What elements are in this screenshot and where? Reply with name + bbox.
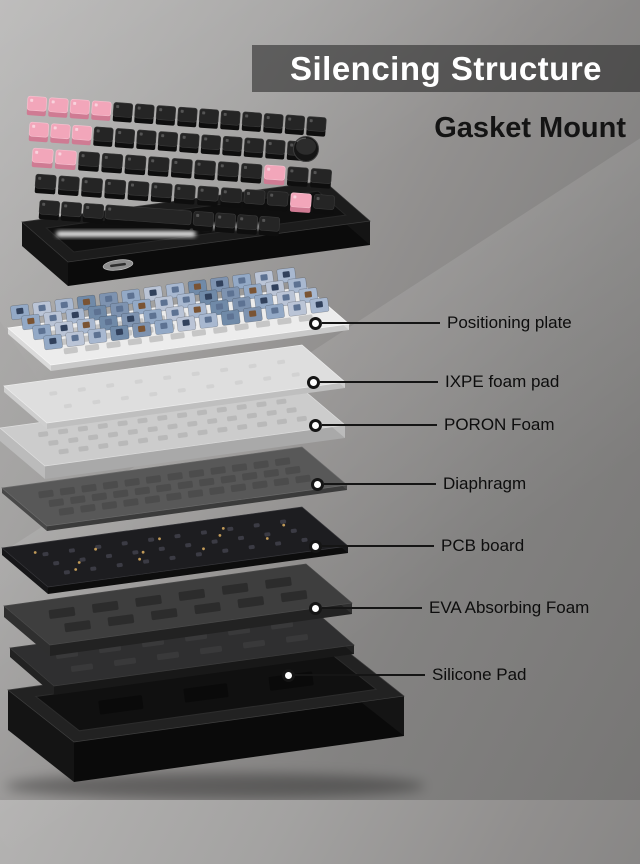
callout-dot-icon: [311, 477, 324, 491]
title-banner: Silencing Structure: [252, 45, 640, 92]
exploded-keyboard-illustration: [0, 95, 425, 799]
callout-dot-icon: [309, 601, 322, 615]
callout-dot-icon: [309, 539, 322, 553]
layer-eva-foam: [3, 563, 353, 656]
callout-label: Diaphragm: [443, 474, 527, 493]
layer-switches: [10, 267, 330, 351]
callout-dot-icon: [282, 668, 295, 682]
callout-line: [322, 322, 440, 324]
callout-label: Silicone Pad: [432, 665, 527, 684]
page-title: Silencing Structure: [289, 49, 603, 87]
callout-pcb-board: PCB board: [309, 536, 525, 555]
callout-silicone-pad: Silicone Pad: [282, 665, 527, 684]
callout-dot-icon: [309, 316, 322, 330]
callout-label: EVA Absorbing Foam: [429, 598, 590, 617]
callout-positioning-plate: Positioning plate: [309, 313, 572, 332]
callout-line: [295, 674, 425, 676]
layer-keycaps: [26, 95, 335, 237]
callout-dot-icon: [309, 418, 322, 432]
callout-label: PORON Foam: [444, 415, 555, 434]
ground-shadow: [5, 773, 425, 799]
callout-ixpe-foam: IXPE foam pad: [307, 372, 560, 391]
callout-line: [320, 381, 438, 383]
callout-label: Positioning plate: [447, 313, 572, 332]
callout-line: [322, 424, 437, 426]
callout-dot-icon: [307, 375, 320, 389]
layer-bottom-case: [7, 643, 405, 782]
callout-line: [322, 607, 422, 609]
callout-label: IXPE foam pad: [445, 372, 560, 391]
callout-line: [322, 545, 434, 547]
layer-ixpe-foam: [3, 344, 346, 429]
callout-line: [324, 483, 436, 485]
callout-eva-foam: EVA Absorbing Foam: [309, 598, 590, 617]
layer-diaphragm: [1, 446, 348, 531]
callout-label: PCB board: [441, 536, 525, 555]
callout-poron-foam: PORON Foam: [309, 415, 555, 434]
subtitle-gasket-mount: Gasket Mount: [434, 112, 626, 144]
layer-poron-foam: [0, 386, 346, 479]
callout-diaphragm: Diaphragm: [311, 474, 527, 493]
backlight-glow: [56, 231, 196, 237]
